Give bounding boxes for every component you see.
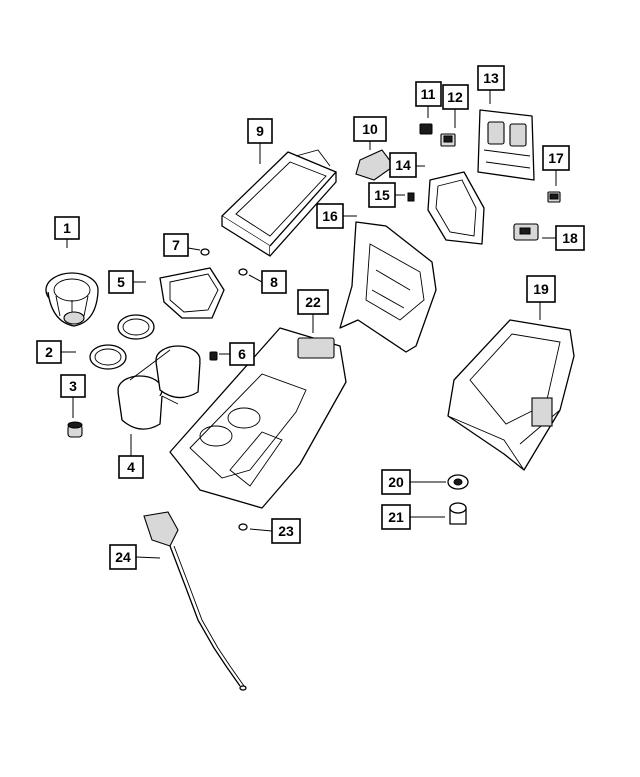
callout-2-label: 2 — [45, 344, 53, 360]
callout-21-label: 21 — [388, 509, 404, 525]
callout-17: 17 — [542, 145, 570, 171]
callout-21: 21 — [381, 504, 411, 530]
callout-9: 9 — [247, 118, 273, 144]
callout-8-label: 8 — [270, 274, 278, 290]
part-13-bezel[interactable] — [477, 109, 535, 181]
part-24-shifter-cable[interactable] — [143, 511, 247, 691]
callout-22: 22 — [297, 289, 329, 315]
callout-22-label: 22 — [305, 294, 321, 310]
part-11-switch[interactable] — [419, 123, 433, 135]
callout-23: 23 — [271, 518, 301, 544]
callout-5-label: 5 — [117, 274, 125, 290]
part-18-switch[interactable] — [513, 223, 539, 241]
callout-19-label: 19 — [533, 281, 549, 297]
callout-13: 13 — [477, 65, 505, 91]
callout-24: 24 — [109, 544, 137, 570]
part-17-switch[interactable] — [547, 191, 561, 203]
part-15-fastener[interactable] — [407, 192, 415, 202]
part-23-grommet[interactable] — [238, 523, 248, 531]
part-5-storage-bin[interactable] — [159, 267, 225, 319]
callout-3: 3 — [60, 374, 86, 398]
part-22-console-bezel[interactable] — [169, 327, 347, 509]
part-8-nut[interactable] — [238, 268, 248, 276]
callout-6: 6 — [229, 342, 255, 366]
callout-20-label: 20 — [388, 474, 404, 490]
part-9-armrest-tray[interactable] — [221, 149, 337, 257]
part-21-socket[interactable] — [449, 502, 467, 525]
callout-24-label: 24 — [115, 549, 131, 565]
callout-16: 16 — [316, 203, 344, 229]
callout-3-label: 3 — [69, 378, 77, 394]
callout-7: 7 — [163, 233, 189, 257]
callout-14-label: 14 — [395, 157, 411, 173]
callout-15: 15 — [368, 182, 396, 208]
part-16-console-panel[interactable] — [339, 221, 437, 353]
callout-10-label: 10 — [362, 121, 378, 137]
callout-19: 19 — [526, 275, 556, 303]
callout-12-label: 12 — [447, 89, 463, 105]
callout-14: 14 — [389, 152, 417, 178]
part-3-plug[interactable] — [67, 421, 83, 438]
callout-11: 11 — [415, 81, 442, 107]
part-19-console-base[interactable] — [447, 319, 575, 471]
part-1-cup-holder-insert[interactable] — [45, 272, 99, 327]
callout-1-label: 1 — [63, 220, 71, 236]
leader-lines — [61, 90, 557, 559]
part-7-nut[interactable] — [200, 248, 210, 256]
callout-9-label: 9 — [256, 123, 264, 139]
callout-18: 18 — [555, 225, 585, 251]
callout-2: 2 — [36, 340, 62, 364]
part-10-bracket[interactable] — [355, 149, 395, 181]
callout-17-label: 17 — [548, 150, 564, 166]
callout-16-label: 16 — [322, 208, 338, 224]
callout-1: 1 — [54, 216, 80, 240]
callout-5: 5 — [108, 270, 134, 294]
callout-4-label: 4 — [127, 459, 135, 475]
callout-8: 8 — [261, 270, 287, 294]
part-20-power-outlet[interactable] — [447, 474, 469, 490]
callout-11-label: 11 — [421, 86, 436, 102]
callout-13-label: 13 — [483, 70, 499, 86]
part-6-clip[interactable] — [209, 351, 218, 361]
part-4-cup-holder-bracket[interactable] — [117, 345, 201, 430]
callout-18-label: 18 — [562, 230, 578, 246]
callout-12: 12 — [442, 84, 469, 110]
callout-23-label: 23 — [278, 523, 294, 539]
part-12-switch[interactable] — [440, 133, 456, 147]
callout-7-label: 7 — [172, 237, 180, 253]
part-2-trim-ring[interactable] — [89, 314, 155, 370]
callout-20: 20 — [381, 469, 411, 495]
callout-15-label: 15 — [374, 187, 390, 203]
callout-6-label: 6 — [238, 346, 246, 362]
callout-4: 4 — [118, 455, 144, 479]
callout-10: 10 — [353, 116, 387, 142]
part-14-bezel-frame[interactable] — [427, 171, 485, 245]
